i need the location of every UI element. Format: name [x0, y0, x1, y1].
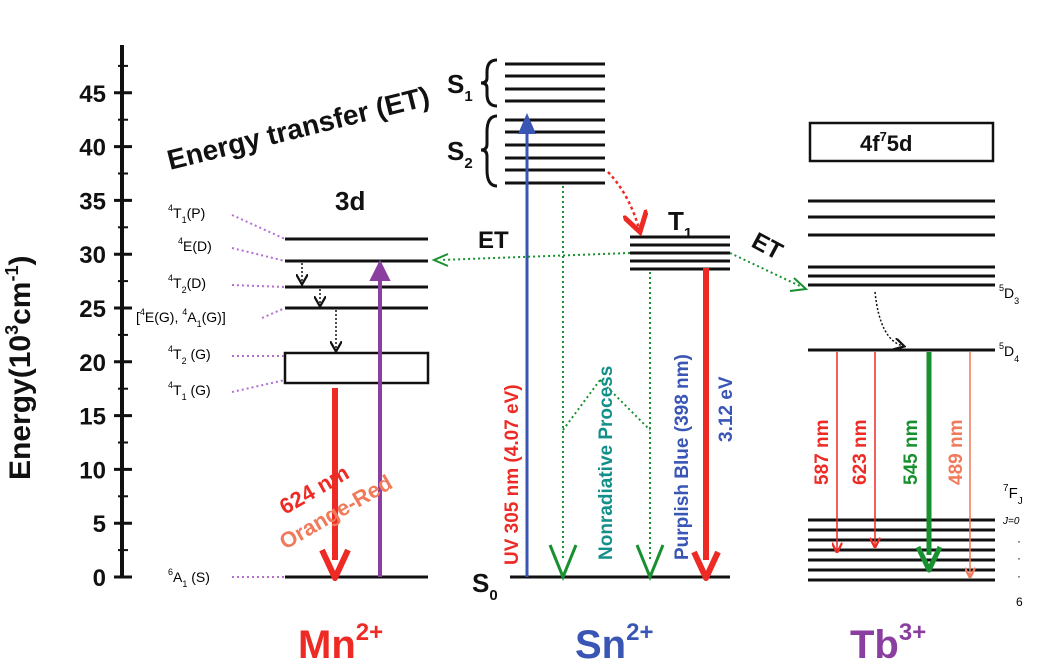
y-tick-label: 40: [79, 135, 106, 162]
mn-label-6a1s: 6A1 (S): [168, 567, 210, 589]
tb-upper-levels: [808, 199, 995, 287]
energy-transfer-arrows: ET ET: [431, 227, 809, 292]
sn-purplish-label: Purplish Blue (398 nm): [672, 354, 693, 560]
tb-587-label: 587 nm: [812, 420, 833, 485]
sn-nonradiative-lines: [562, 186, 651, 560]
tb-j0-label: J=0: [1002, 516, 1020, 527]
sn-emission-arrowhead: [691, 550, 721, 581]
mn-relaxation-arrows: [302, 263, 336, 350]
et-right-label: ET: [747, 227, 787, 265]
y-tick-label: 0: [93, 565, 106, 592]
sn-ion-label: Sn2+: [575, 619, 654, 667]
sn-s2-label: S2: [447, 136, 473, 172]
sn-isc-arrow: [607, 171, 640, 232]
sn-s0-label: S0: [472, 568, 498, 604]
mn-levels: 3d 4T1(P) 4E(D) 4T2(D) [4E(G), 4A1(G)] 4…: [136, 186, 430, 667]
sn-uv-arrowhead: [518, 113, 536, 134]
sn-nonrad-head-2: [635, 544, 665, 581]
y-tick-label: 5: [93, 511, 106, 538]
mn-3d-label: 3d: [335, 186, 365, 216]
y-tick-label: 30: [79, 242, 106, 269]
sn-s1-brace: [480, 58, 498, 108]
tb-489-label: 489 nm: [946, 420, 967, 485]
sn-t1-levels: [630, 235, 730, 271]
tb-ion-label: Tb3+: [850, 619, 926, 667]
tb-j6-label: 6: [1016, 595, 1023, 609]
tb-levels: 4f75d 5D3 5D4 7FJ J=0 · · · 6: [808, 121, 1023, 667]
et-right-arrowhead: [789, 277, 809, 292]
sn-nonrad-head-1: [548, 544, 578, 581]
et-left-arrow: [439, 252, 631, 261]
y-tick-label: 10: [79, 457, 106, 484]
tb-dot-2: ·: [1017, 551, 1021, 565]
sn-s2-brace: [480, 114, 498, 188]
tb-relaxation-arrow: [874, 291, 903, 346]
y-tick-label: 35: [79, 188, 106, 215]
y-axis: 0 5 10 15 20 25 30 35 40 45 Energy(103cm-1): [2, 45, 132, 592]
sn-s1-label: S1: [447, 69, 473, 105]
mn-label-4t1g: 4T1 (G): [168, 380, 211, 402]
mn-label-4ed: 4E(D): [178, 236, 212, 254]
tb-545-label: 545 nm: [901, 420, 922, 485]
sn-nonradiative-label: Nonradiative Process: [596, 366, 617, 560]
mn-label-4eg-4a1g: [4E(G), 4A1(G)]: [136, 307, 226, 329]
y-tick-label: 45: [79, 81, 106, 108]
mn-label-4t2g: 4T2 (G): [168, 344, 211, 366]
sn-t1-label: T1: [668, 206, 692, 242]
y-tick-label: 15: [79, 404, 106, 431]
sn-s1-levels: [505, 62, 605, 103]
mn-4t-g-box: [283, 351, 430, 385]
mn-label-4t1p: 4T1(P): [168, 203, 205, 225]
energy-transfer-title: Energy transfer (ET): [164, 81, 433, 176]
tb-7fj-levels: [808, 518, 995, 582]
tb-4f75d-box: [808, 121, 995, 163]
et-left-arrowhead: [431, 253, 449, 267]
y-tick-label: 20: [79, 350, 106, 377]
tb-5d3-label: 5D3: [999, 283, 1019, 306]
mn-excitation-arrowhead: [369, 259, 391, 281]
tb-623-label: 623 nm: [850, 420, 871, 485]
sn-uv-label: UV 305 nm (4.07 eV): [502, 384, 523, 565]
sn-ev-label: 3.12 eV: [716, 376, 737, 442]
sn-levels: S1 S2 T1 S0 UV 305 nm (4.07 eV) Nonra: [447, 58, 737, 667]
tb-7fj-label: 7FJ: [1003, 483, 1023, 507]
y-tick-label: 25: [79, 296, 106, 323]
tb-dot-1: ·: [1017, 534, 1021, 548]
mn-label-4t2d: 4T2(D): [168, 273, 206, 295]
tb-emission-545-head: [915, 545, 943, 573]
tb-4f75d-label: 4f75d: [860, 129, 912, 156]
tb-dot-3: ·: [1017, 569, 1021, 583]
mn-leader-lines: [231, 214, 286, 578]
tb-5d4-label: 5D4: [999, 341, 1019, 364]
y-axis-label: Energy(103cm-1): [2, 256, 37, 480]
et-left-label: ET: [478, 227, 509, 254]
mn-emission-arrowhead: [319, 548, 351, 581]
mn-ion-label: Mn2+: [298, 619, 383, 667]
